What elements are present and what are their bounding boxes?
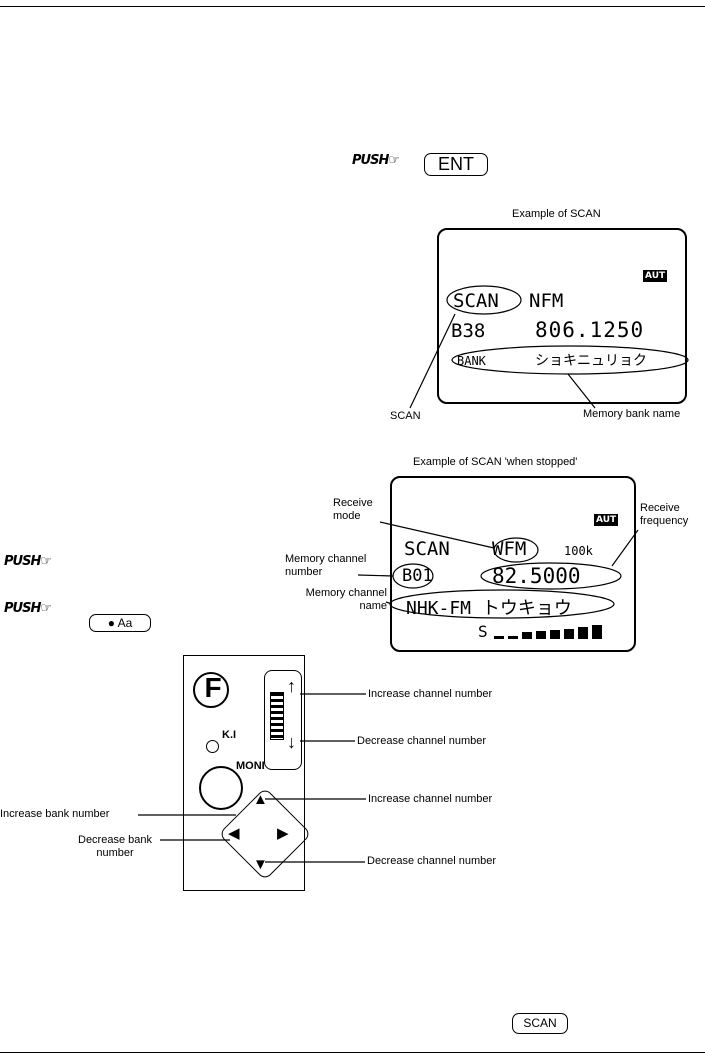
- push-hand-icon: PUSH☞: [4, 601, 52, 616]
- moni-label: MONI: [236, 760, 265, 772]
- remote-panel: F ↑ ↓ K.I MONI ▲ ▼ ◀ ▶: [183, 655, 312, 891]
- pad-down-icon[interactable]: ▼: [253, 856, 268, 873]
- label-pad-left-up: Increase bank number: [0, 808, 110, 820]
- aut-badge: AUT: [643, 270, 668, 282]
- channel-text: B38: [451, 320, 486, 342]
- label-scan: SCAN: [390, 410, 421, 422]
- bank-name-text: ショキニュリョク: [535, 353, 647, 369]
- step-text: 100k: [564, 544, 593, 558]
- f-key[interactable]: F: [193, 672, 229, 708]
- aa-key[interactable]: ● Aa: [89, 614, 151, 632]
- scan-example-caption: Example of SCAN: [512, 208, 601, 220]
- frequency-text: 82.5000: [492, 564, 581, 588]
- arrow-up-icon: ↑: [287, 676, 296, 696]
- arrow-down-icon: ↓: [287, 732, 296, 752]
- label-pad-up: Increase channel number: [368, 793, 493, 805]
- signal-meter: [494, 624, 606, 640]
- receive-mode-text: NFM: [529, 290, 564, 312]
- ent-key[interactable]: ENT: [424, 153, 488, 176]
- label-receive-frequency: Receive frequency: [640, 502, 689, 527]
- aut-badge: AUT: [594, 514, 619, 526]
- top-rule: [0, 6, 705, 7]
- bottom-rule: [0, 1052, 705, 1053]
- pad-left-icon[interactable]: ◀: [228, 825, 240, 842]
- scan-key[interactable]: SCAN: [512, 1013, 568, 1034]
- label-wheel-up: Increase channel number: [368, 688, 493, 700]
- scan-lcd: AUT SCAN NFM B38 806.1250 BANK ショキニュリョク: [437, 228, 687, 404]
- pad-right-icon[interactable]: ▶: [277, 825, 289, 842]
- label-memory-channel-number: Memory channel number: [285, 553, 367, 578]
- scan-mode-text: SCAN: [453, 290, 499, 312]
- label-pad-down: Decrease channel number: [367, 855, 497, 867]
- receive-mode-text: WFM: [492, 538, 527, 560]
- label-memory-bank-name: Memory bank name: [583, 408, 681, 420]
- push-hand-icon: PUSH☞: [4, 554, 52, 569]
- bank-text: BANK: [457, 354, 486, 368]
- stopped-lcd: AUT SCAN WFM 100k B01 82.5000 NHK-FM トウキ…: [390, 476, 636, 652]
- stopped-example-caption: Example of SCAN 'when stopped': [413, 456, 578, 468]
- ki-led: [206, 740, 219, 753]
- label-memory-channel-name: Memory channel name: [305, 587, 387, 612]
- label-pad-left-down: Decrease bank number: [78, 834, 152, 859]
- wheel-grip: [270, 692, 284, 740]
- frequency-text: 806.1250: [535, 318, 645, 342]
- signal-s-text: S: [478, 622, 488, 641]
- label-receive-mode: Receive mode: [333, 497, 373, 522]
- pad-up-icon[interactable]: ▲: [253, 791, 268, 808]
- channel-text: B01: [402, 566, 433, 586]
- f-key-label: F: [204, 672, 222, 703]
- label-wheel-down: Decrease channel number: [357, 735, 487, 747]
- push-hand-icon: PUSH☞: [352, 153, 400, 168]
- moni-button[interactable]: [199, 766, 243, 810]
- scan-mode-text: SCAN: [404, 538, 450, 560]
- wheel[interactable]: [264, 670, 302, 770]
- ki-label: K.I: [222, 729, 237, 741]
